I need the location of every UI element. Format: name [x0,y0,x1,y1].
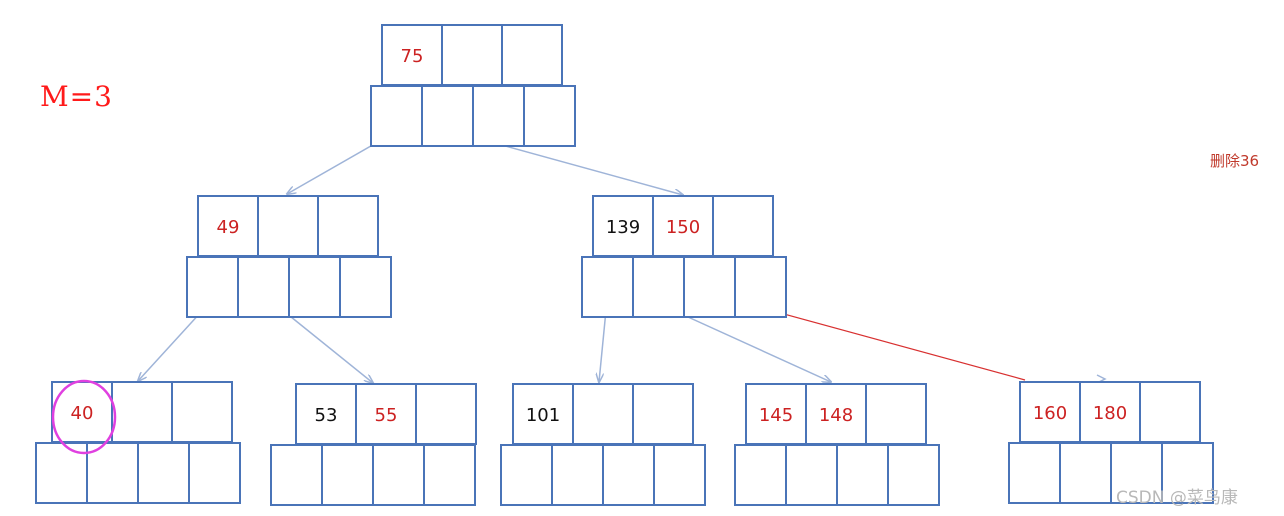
node-leaf-2-key-cell-2 [415,383,477,445]
node-root-key-0: 75 [401,46,424,67]
operation-label: 删除36 [1210,152,1260,170]
highlight-circle [51,379,117,455]
node-leaf-5-pointer-cell-1 [1059,442,1112,504]
watermark: CSDN @菜鸟康 [1116,488,1238,508]
node-leaf-1-key-0: 40 [71,403,94,424]
node-left-pointer-cell-0 [186,256,239,318]
node-root-key-cell-0 [381,24,443,86]
node-left-pointer-cell-2 [288,256,341,318]
node-leaf-3-key-cell-2 [632,383,694,445]
node-leaf-2-key-1: 55 [375,405,398,426]
node-left-key-cell-1 [257,195,319,257]
node-leaf-4-key-0: 145 [759,405,793,426]
node-left-key-0: 49 [217,217,240,238]
node-leaf-4-pointer-cell-0 [734,444,787,506]
node-leaf-1-pointer-cell-2 [137,442,190,504]
node-leaf-3: 101 [500,383,706,506]
node-left-key-cell-2 [317,195,379,257]
node-right-key-0: 139 [606,217,640,238]
nodes: 75 49 139 150 40 53 55 101 145 148 160 180 [35,24,1214,506]
node-left: 49 [186,195,392,318]
node-leaf-4-pointer-cell-2 [836,444,889,506]
node-leaf-1-pointer-cell-1 [86,442,139,504]
node-leaf-2-pointer-cell-2 [372,444,425,506]
node-leaf-1-pointer-cell-3 [188,442,241,504]
node-leaf-3-pointer-cell-0 [500,444,553,506]
node-right-key-cell-2 [712,195,774,257]
node-right-pointer-cell-3 [734,256,787,318]
node-root-key-cell-1 [441,24,503,86]
node-leaf-5: 160 180 [1008,381,1214,504]
node-root: 75 [370,24,576,147]
node-root-key-cell-2 [501,24,563,86]
node-leaf-2-key-cell-0 [295,383,357,445]
node-right-pointer-cell-2 [683,256,736,318]
node-leaf-5-key-cell-2 [1139,381,1201,443]
node-leaf-2-pointer-cell-1 [321,444,374,506]
node-leaf-4: 145 148 [734,383,940,506]
node-leaf-3-pointer-cell-3 [653,444,706,506]
node-leaf-1-key-cell-2 [171,381,233,443]
node-root-pointer-cell-1 [421,85,474,147]
node-leaf-2-pointer-cell-3 [423,444,476,506]
node-right-key-1: 150 [666,217,700,238]
node-leaf-5-pointer-cell-0 [1008,442,1061,504]
node-right-pointer-cell-1 [632,256,685,318]
order-label: M=3 [40,80,113,113]
node-leaf-5-key-1: 180 [1093,403,1127,424]
node-left-pointer-cell-1 [237,256,290,318]
node-leaf-5-pointer-cell-3 [1161,442,1214,504]
node-root-pointer-cell-0 [370,85,423,147]
node-leaf-4-pointer-cell-1 [785,444,838,506]
node-leaf-2-key-0: 53 [315,405,338,426]
node-left-pointer-cell-3 [339,256,392,318]
node-leaf-1-key-cell-1 [111,381,173,443]
node-leaf-3-pointer-cell-2 [602,444,655,506]
node-leaf-4-key-cell-2 [865,383,927,445]
node-leaf-1: 40 [35,381,241,504]
node-leaf-2: 53 55 [270,383,477,506]
node-right: 139 150 [581,195,787,318]
node-leaf-3-key-0: 101 [526,405,560,426]
node-leaf-2-pointer-cell-0 [270,444,323,506]
node-right-pointer-cell-0 [581,256,634,318]
node-root-pointer-cell-3 [523,85,576,147]
node-leaf-3-key-cell-1 [572,383,634,445]
node-leaf-4-key-1: 148 [819,405,853,426]
node-leaf-4-key-cell-0 [745,383,807,445]
node-leaf-5-key-0: 160 [1033,403,1067,424]
node-leaf-3-pointer-cell-1 [551,444,604,506]
node-leaf-5-pointer-cell-2 [1110,442,1163,504]
node-root-pointer-cell-2 [472,85,525,147]
node-leaf-4-pointer-cell-3 [887,444,940,506]
